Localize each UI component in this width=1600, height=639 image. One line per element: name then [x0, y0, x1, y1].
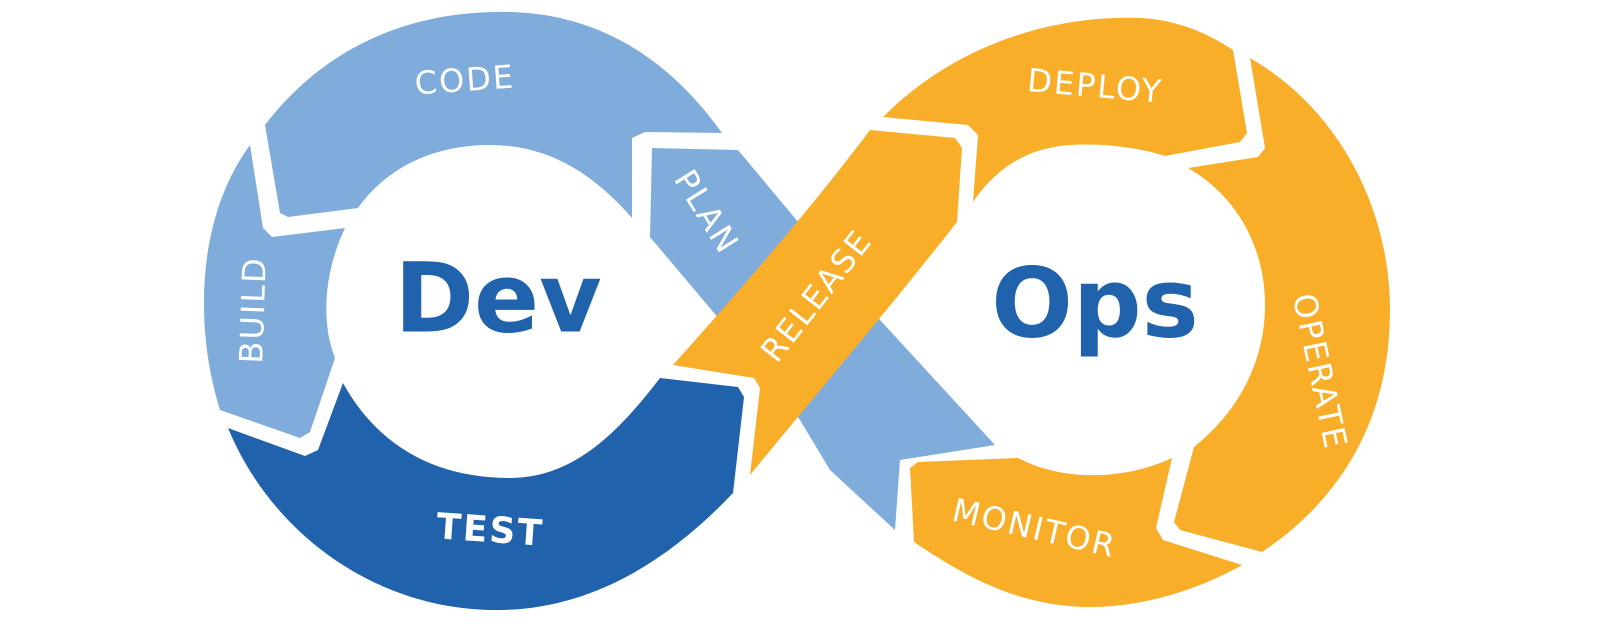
build-segment — [203, 145, 345, 438]
ops-title: Ops — [991, 247, 1198, 359]
dev-title: Dev — [394, 242, 601, 354]
stage-label-code: CODE — [413, 58, 516, 103]
monitor-segment — [910, 458, 1242, 608]
release-segment — [673, 130, 962, 475]
operate-segment — [1174, 58, 1390, 552]
stage-label-build: BUILD — [232, 256, 274, 365]
test-segment — [228, 378, 744, 611]
stage-label-test: TEST — [435, 506, 545, 554]
deploy-segment — [883, 17, 1247, 202]
plan-segment — [650, 148, 795, 300]
code-segment — [265, 11, 722, 219]
